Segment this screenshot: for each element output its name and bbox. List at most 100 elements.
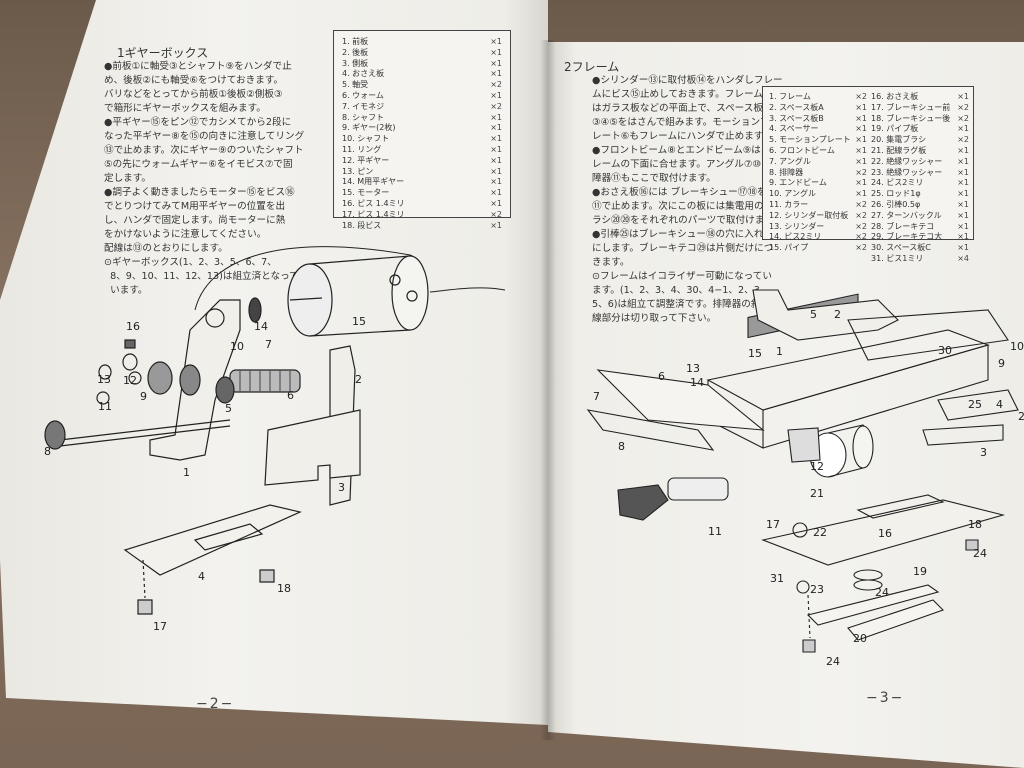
part-name: 2. 後板 [342,47,369,57]
part-quantity: ×1 [490,37,502,46]
callout-label: 14 [690,376,704,389]
part-quantity: ×1 [957,178,969,188]
callout-label: 15 [748,347,762,360]
right-instruction-line: ●フロントビーム⑧とエンドビーム⑨はフ [592,145,771,156]
parts-list-row: 15. パイプ×2 [769,243,867,254]
part-quantity: ×1 [855,145,867,155]
part-name: 28. ブレーキテコ [871,221,935,231]
callout-label: 12 [810,460,824,473]
part-quantity: ×1 [855,189,867,199]
callout-label: 20 [853,632,867,645]
parts-list-row: 25. ロッド1φ×1 [871,189,969,200]
part-name: 18. 段ビス [342,220,382,230]
part-name: 15. パイプ [769,243,809,253]
right-instruction-line: にします。ブレーキテコ㉙は片側だけにつ [592,243,774,254]
parts-list-row: 7. イモネジ×2 [342,102,502,113]
callout-label: 24 [973,547,987,560]
parts-list-row: 18. ブレーキシュー後×2 [871,114,969,125]
parts-list-row: 1. 前板×1 [342,37,502,48]
parts-list-row: 27. ターンバックル×1 [871,211,969,222]
parts-list-row: 16. おさえ板×1 [871,92,969,103]
callout-label: 4 [996,398,1003,411]
parts-list-row: 17. ビス 1.4ミリ×2 [342,210,502,221]
parts-list-row: 24. ビス2ミリ×1 [871,178,969,189]
part-quantity: ×1 [490,198,502,208]
part-name: 9. エンドビーム [769,178,827,188]
part-quantity: ×1 [490,220,502,230]
right-instruction-line: ⊙フレームはイコライザー可動になってい [592,271,772,282]
part-name: 7. アングル [769,156,811,166]
parts-list-row: 10. シャフト×1 [342,134,502,145]
part-name: 16. ビス 1.4ミリ [342,198,405,208]
part-quantity: ×1 [957,199,969,209]
callout-label: 3 [980,446,987,459]
left-instruction-line: ●前板①に軸受③とシャフト⑨をハンダで止 [104,61,292,72]
part-name: 19. パイプ板 [871,124,919,134]
right-instruction-line: ●引棒㉕はブレーキシュー⑱の穴に入れるだけ [592,229,793,240]
parts-list-row: 12. 平ギヤー×1 [342,156,502,167]
callout-label: 16 [126,320,140,333]
part-quantity: ×1 [957,124,969,134]
part-quantity: ×2 [855,221,867,231]
callout-label: 30 [938,344,952,357]
callout-label: 15 [352,315,366,328]
part-quantity: ×2 [957,113,969,123]
parts-list-row: 17. ブレーキシュー前×2 [871,103,969,114]
callout-label: 3 [338,481,345,494]
part-quantity: ×2 [490,101,502,111]
left-page-number: −2− [196,696,235,712]
callout-label: 10 [230,340,244,353]
part-name: 29. ブレーキテコ大 [871,232,943,242]
part-name: 11. カラー [769,199,809,209]
callout-label: 18 [968,518,982,531]
part-quantity: ×1 [490,144,502,154]
callout-label: 12 [123,374,137,387]
parts-list-row: 2. 後板×1 [342,48,502,59]
part-name: 9. ギヤー(2枚) [342,123,396,133]
part-name: 8. 排障器 [769,167,804,177]
parts-list-row: 13. ピン×1 [342,167,502,178]
right-instruction-line: ラシ⑳⑳をそれぞれのパーツで取付けます。 [592,215,783,226]
parts-list-row: 18. 段ビス ×1 [342,221,502,232]
part-name: 4. おさえ板 [342,69,385,79]
parts-list-row: 20. 集電ブラシ×2 [871,135,969,146]
parts-list-row: 5. 軸受×2 [342,80,502,91]
callout-label: 11 [708,525,722,538]
right-instruction-line: ③④⑤をはさんで組みます。モーションプ [592,117,770,128]
part-name: 6. ウォーム [342,90,384,100]
right-instruction-line: はガラス板などの平面上で、スペース板② [592,103,772,114]
callout-label: 7 [593,390,600,403]
part-name: 5. 軸受 [342,80,369,90]
part-quantity: ×1 [490,155,502,165]
part-name: 12. シリンダー取付板 [769,210,849,220]
left-instructions: ●前板①に軸受③とシャフト⑨をハンダで止め、後板②にも軸受⑥をつけておきます。バ… [104,60,304,298]
part-name: 22. 絶縁ワッシャー [871,156,943,166]
callout-label: 25 [968,398,982,411]
part-name: 2. スペース板A [769,102,824,112]
parts-list-row: 1. フレーム×2 [769,92,867,103]
parts-list-row: 23. 絶縁ワッシャー×1 [871,168,969,179]
part-name: 14. ビス2ミリ [769,232,822,242]
part-quantity: ×2 [957,102,969,112]
part-name: 27. ターンバックル [871,210,942,220]
left-instruction-line: め、後板②にも軸受⑥をつけておきます。 [104,75,284,86]
parts-list-row: 14. M用平ギヤー×1 [342,177,502,188]
callout-label: 10 [1010,340,1024,353]
part-quantity: ×1 [957,189,969,199]
part-quantity: ×1 [957,221,969,231]
left-instruction-line: ●平ギヤー⑮をピン⑫でカシメてから2段に [104,117,292,128]
left-instruction-line: ●調子よく動きましたらモーター⑮をビス⑯ [104,187,295,198]
callout-label: 18 [277,582,291,595]
part-name: 17. ビス 1.4ミリ [342,209,405,219]
left-page-title: 1ギヤーボックス [117,46,209,60]
left-instruction-line: なった平ギヤー⑧を⑮の向きに注意してリング [104,131,305,142]
part-name: 21. 配線ラグ板 [871,145,927,155]
part-name: 1. フレーム [769,92,811,101]
part-quantity: ×1 [490,134,502,144]
parts-list-row: 3. 側板×1 [342,59,502,70]
left-instruction-line: 配線は⑬のとおりにします。 [104,243,228,254]
callout-label: 2 [355,373,362,386]
part-quantity: ×2 [855,167,867,177]
parts-list-row: 12. シリンダー取付板×2 [769,211,867,222]
